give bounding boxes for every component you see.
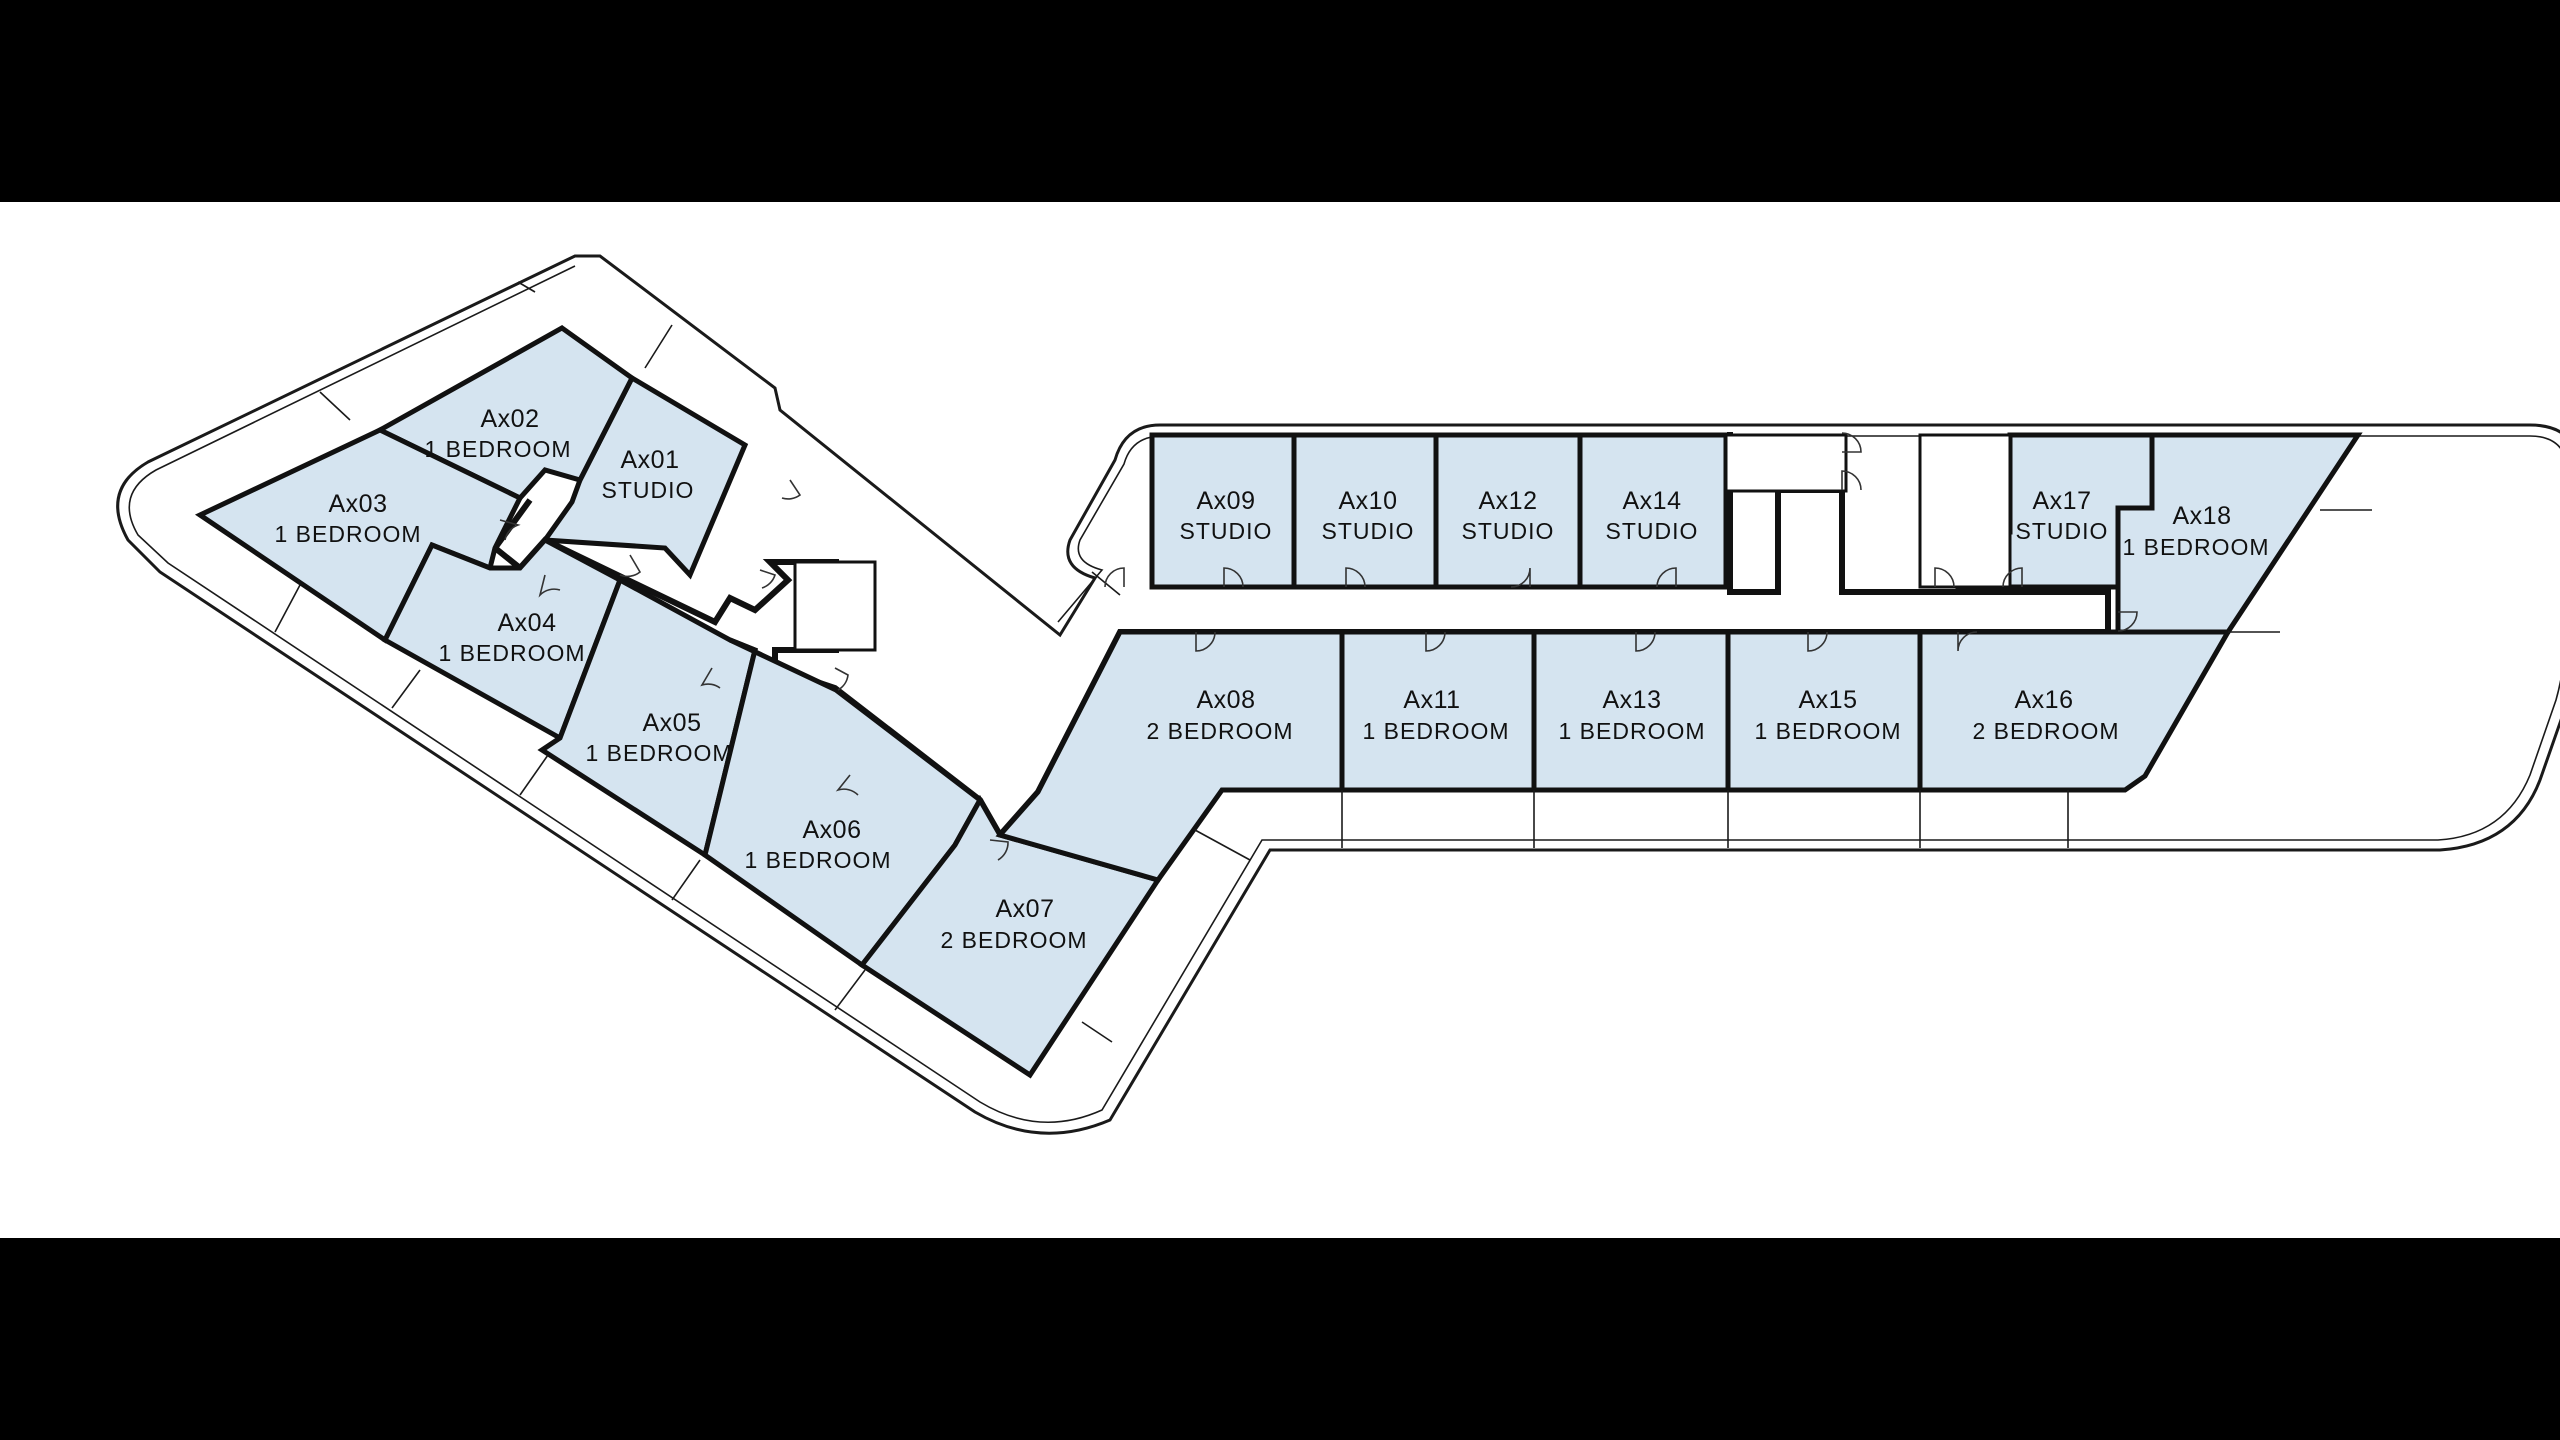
- unit-code: Ax09: [1197, 487, 1256, 515]
- unit-type: STUDIO: [602, 477, 695, 503]
- label-ax07: Ax07 2 BEDROOM: [940, 895, 1087, 953]
- unit-type: 2 BEDROOM: [1972, 718, 2119, 744]
- label-ax11: Ax11 1 BEDROOM: [1362, 686, 1509, 744]
- unit-code: Ax01: [621, 446, 680, 474]
- unit-code: Ax04: [498, 609, 557, 637]
- unit-code: Ax16: [2015, 686, 2074, 714]
- letterbox-bottom: [0, 1238, 2560, 1440]
- unit-type: STUDIO: [1322, 518, 1415, 544]
- unit-code: Ax10: [1339, 487, 1398, 515]
- door-swings: [499, 432, 2138, 861]
- service-cores: [793, 433, 2012, 652]
- unit-code: Ax05: [643, 709, 702, 737]
- label-ax06: Ax06 1 BEDROOM: [744, 816, 891, 873]
- unit-type: 1 BEDROOM: [744, 847, 891, 873]
- label-ax16: Ax16 2 BEDROOM: [1972, 686, 2119, 744]
- unit-code: Ax07: [996, 895, 1055, 923]
- unit-type: STUDIO: [2016, 518, 2109, 544]
- unit-ax18[interactable]: [2115, 432, 2363, 635]
- label-ax04: Ax04 1 BEDROOM: [438, 609, 585, 666]
- balcony-partitions: [274, 281, 2372, 1043]
- floor-plan-panel: Ax01 STUDIO Ax02 1 BEDROOM Ax03 1 BEDROO…: [0, 202, 2560, 1238]
- unit-type: STUDIO: [1462, 518, 1555, 544]
- label-ax09: Ax09 STUDIO: [1180, 487, 1273, 544]
- unit-code: Ax13: [1603, 686, 1662, 714]
- unit-code: Ax11: [1403, 686, 1460, 714]
- unit-type: 1 BEDROOM: [438, 640, 585, 666]
- unit-code: Ax06: [803, 816, 862, 844]
- label-ax18: Ax18 1 BEDROOM: [2122, 502, 2269, 560]
- label-ax03: Ax03 1 BEDROOM: [274, 490, 421, 547]
- unit-code: Ax03: [329, 490, 388, 518]
- unit-type: 2 BEDROOM: [940, 927, 1087, 953]
- unit-ax01[interactable]: [540, 374, 749, 580]
- unit-type: 1 BEDROOM: [1558, 718, 1705, 744]
- unit-type: 1 BEDROOM: [2122, 534, 2269, 560]
- unit-code: Ax17: [2033, 487, 2092, 515]
- core-lift: [1918, 433, 2012, 589]
- core-stair: [1724, 433, 1848, 493]
- unit-labels: Ax01 STUDIO Ax02 1 BEDROOM Ax03 1 BEDROO…: [274, 405, 2269, 953]
- unit-type: 1 BEDROOM: [1362, 718, 1509, 744]
- units-layer: [194, 325, 2363, 1079]
- label-ax05: Ax05 1 BEDROOM: [585, 709, 732, 766]
- unit-code: Ax02: [481, 405, 540, 433]
- label-ax08: Ax08 2 BEDROOM: [1146, 686, 1293, 744]
- label-ax13: Ax13 1 BEDROOM: [1558, 686, 1705, 744]
- letterbox-top: [0, 0, 2560, 202]
- unit-ax14[interactable]: [1577, 432, 1729, 590]
- unit-ax04[interactable]: [381, 536, 624, 742]
- unit-type: STUDIO: [1180, 518, 1273, 544]
- unit-type: 1 BEDROOM: [585, 740, 732, 766]
- label-ax10: Ax10 STUDIO: [1322, 487, 1415, 544]
- label-ax01: Ax01 STUDIO: [602, 446, 695, 503]
- unit-type: STUDIO: [1606, 518, 1699, 544]
- label-ax12: Ax12 STUDIO: [1462, 487, 1555, 544]
- unit-code: Ax08: [1197, 686, 1256, 714]
- floor-plan: Ax01 STUDIO Ax02 1 BEDROOM Ax03 1 BEDROO…: [116, 254, 2560, 1135]
- label-ax02: Ax02 1 BEDROOM: [424, 405, 571, 462]
- label-ax15: Ax15 1 BEDROOM: [1754, 686, 1901, 744]
- unit-type: 1 BEDROOM: [424, 436, 571, 462]
- unit-type: 1 BEDROOM: [274, 521, 421, 547]
- unit-code: Ax14: [1623, 487, 1682, 515]
- core-left: [793, 560, 877, 652]
- unit-type: 2 BEDROOM: [1146, 718, 1293, 744]
- label-ax17: Ax17 STUDIO: [2016, 487, 2109, 544]
- label-ax14: Ax14 STUDIO: [1606, 487, 1699, 544]
- unit-type: 1 BEDROOM: [1754, 718, 1901, 744]
- unit-code: Ax15: [1799, 686, 1858, 714]
- unit-code: Ax12: [1479, 487, 1538, 515]
- unit-code: Ax18: [2173, 502, 2232, 530]
